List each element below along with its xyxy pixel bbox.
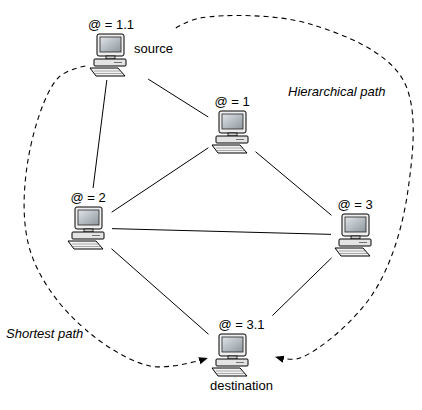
network-link	[112, 148, 209, 212]
network-link	[256, 152, 332, 216]
route-arrow	[176, 15, 413, 359]
computer-icon	[66, 206, 110, 250]
computer-icon	[333, 213, 377, 257]
computer-node: @ = 1	[210, 94, 254, 155]
computer-node: @ = 3	[333, 197, 377, 258]
computer-icon	[210, 110, 254, 154]
address-label: @ = 1	[210, 94, 254, 109]
network-link	[93, 80, 107, 188]
computer-node: @ = 2	[66, 190, 110, 251]
route-arrow	[24, 66, 207, 367]
role-label: destination	[210, 378, 273, 393]
network-link	[272, 258, 331, 316]
network-link	[148, 79, 208, 117]
address-label: @ = 3.1	[210, 317, 273, 332]
computer-node: @ = 1.1 source	[88, 17, 173, 78]
path-label: Shortest path	[4, 326, 85, 341]
address-label: @ = 2	[66, 190, 110, 205]
network-link	[112, 249, 209, 335]
computer-icon	[210, 333, 254, 377]
role-label: source	[134, 41, 173, 56]
address-label: @ = 3	[333, 197, 377, 212]
address-label: @ = 1.1	[88, 17, 173, 32]
path-label: Hierarchical path	[286, 84, 388, 99]
network-link	[112, 229, 331, 235]
computer-node: @ = 3.1 destination	[210, 317, 273, 393]
computer-icon	[88, 33, 132, 77]
